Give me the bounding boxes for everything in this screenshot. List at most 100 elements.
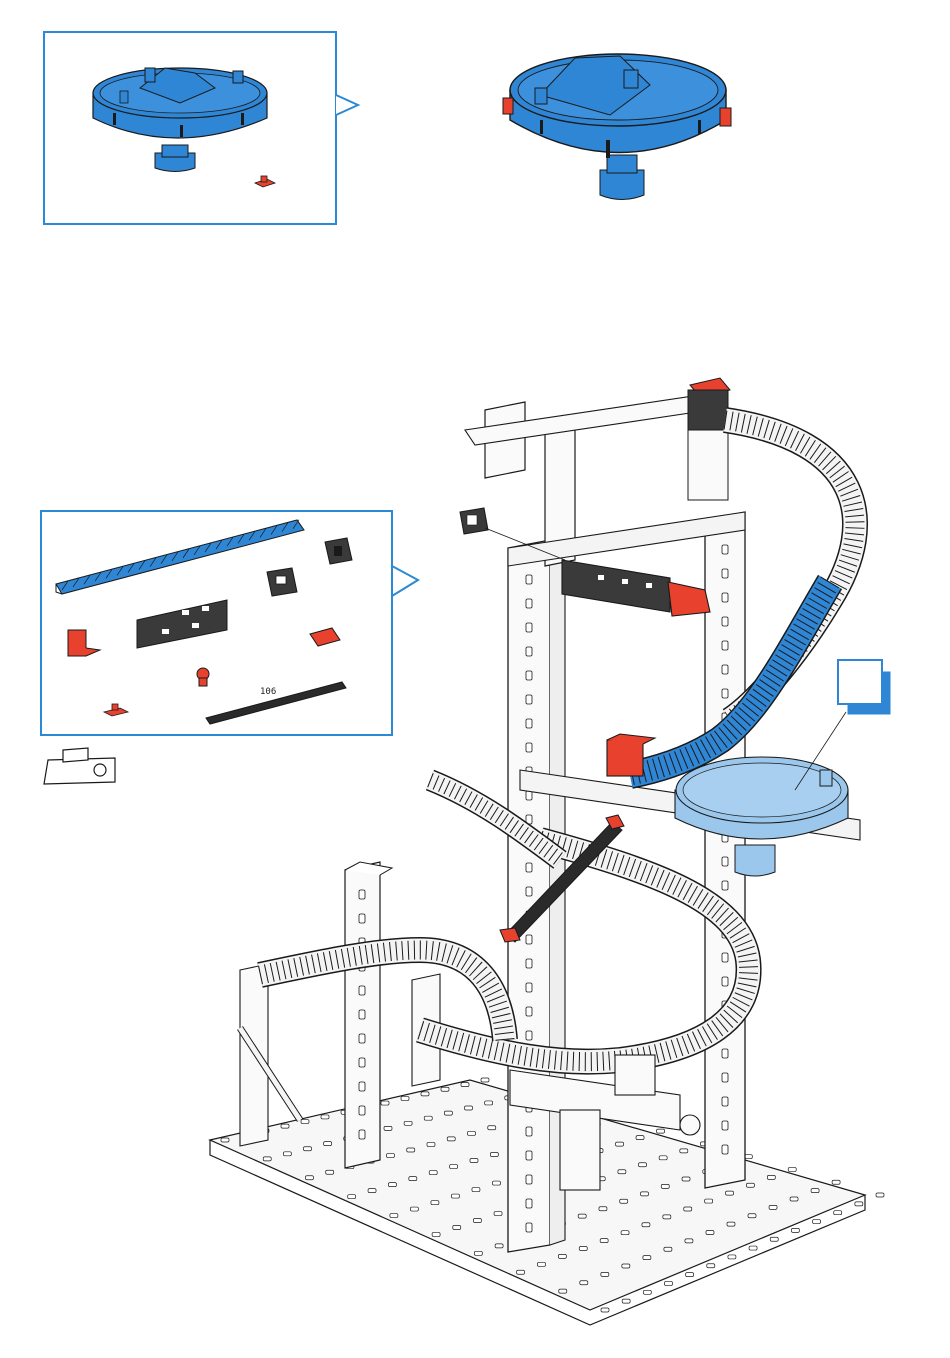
plate-hole [728, 1255, 736, 1259]
tower-hole [359, 1130, 365, 1139]
tower-hole [722, 881, 728, 890]
tower-hole [526, 935, 532, 944]
plate-hole [421, 1092, 429, 1096]
plate-hole [622, 1264, 630, 1268]
tower-hole [359, 914, 365, 923]
tower-hole [359, 986, 365, 995]
plate-hole [324, 1142, 332, 1146]
plate-hole [388, 1183, 396, 1187]
plate-hole [404, 1121, 412, 1125]
plate-hole [791, 1228, 799, 1232]
plate-hole [474, 1251, 482, 1255]
plate-hole [492, 1181, 500, 1185]
plate-hole [470, 1159, 478, 1163]
tower-hole [359, 1058, 365, 1067]
plate-hole [537, 1262, 545, 1266]
plate-hole [832, 1180, 840, 1184]
plate-hole [685, 1239, 693, 1243]
tower-hole [526, 575, 532, 584]
funnel-installed [675, 757, 848, 876]
tower-hole [526, 743, 532, 752]
plate-hole [749, 1246, 757, 1250]
plate-hole [580, 1281, 588, 1285]
plate-hole [221, 1138, 229, 1142]
tower-hole [722, 689, 728, 698]
plate-hole [301, 1120, 309, 1124]
tower-hole [526, 599, 532, 608]
plate-hole [601, 1308, 609, 1312]
tower-hole [722, 569, 728, 578]
plate-hole [490, 1152, 498, 1156]
plate-hole [432, 1232, 440, 1236]
plate-hole [401, 1096, 409, 1100]
plate-hole [283, 1152, 291, 1156]
plate-hole [465, 1106, 473, 1110]
lower-track-spiral [260, 780, 749, 1062]
top-red-block-column [688, 378, 730, 500]
plate-hole [467, 1131, 475, 1135]
tower-hole [722, 593, 728, 602]
tower-hole [359, 1082, 365, 1091]
plate-hole [663, 1215, 671, 1219]
dark-block-row [562, 560, 710, 616]
tower-hole [722, 665, 728, 674]
tower-hole [526, 1223, 532, 1232]
plate-hole [427, 1142, 435, 1146]
tower-hole [722, 1049, 728, 1058]
plate-hole [746, 1183, 754, 1187]
plate-hole [450, 1165, 458, 1169]
plate-hole [601, 1272, 609, 1276]
plate-hole [321, 1115, 329, 1119]
plate-hole [407, 1148, 415, 1152]
tower-hole [526, 695, 532, 704]
plate-hole [621, 1231, 629, 1235]
plate-hole [579, 1247, 587, 1251]
tower-hole [722, 1097, 728, 1106]
plate-hole [410, 1207, 418, 1211]
plate-hole [386, 1154, 394, 1158]
plate-hole [707, 1264, 715, 1268]
tower-hole [526, 863, 532, 872]
plate-hole [616, 1142, 624, 1146]
tower-hole [722, 1121, 728, 1130]
plate-hole [643, 1256, 651, 1260]
plate-hole [770, 1237, 778, 1241]
tower-hole [526, 959, 532, 968]
plate-hole [303, 1147, 311, 1151]
plate-hole [657, 1129, 665, 1133]
plate-hole [664, 1281, 672, 1285]
tower-hole [526, 1199, 532, 1208]
plate-hole [495, 1244, 503, 1248]
plate-hole [620, 1199, 628, 1203]
plate-hole [384, 1126, 392, 1130]
plate-hole [680, 1149, 688, 1153]
plate-hole [481, 1078, 489, 1082]
plate-hole [578, 1214, 586, 1218]
tower-hole [722, 1145, 728, 1154]
plate-hole [811, 1189, 819, 1193]
plate-hole [431, 1201, 439, 1205]
plate-hole [769, 1205, 777, 1209]
tower-hole [526, 1175, 532, 1184]
plate-hole [639, 1163, 647, 1167]
plate-hole [485, 1101, 493, 1105]
tower-hole [526, 1031, 532, 1040]
plate-hole [473, 1219, 481, 1223]
plate-hole [444, 1111, 452, 1115]
plate-hole [726, 1191, 734, 1195]
tower-hole [359, 1106, 365, 1115]
plate-hole [643, 1290, 651, 1294]
plate-hole [517, 1270, 525, 1274]
tower-hole [359, 1010, 365, 1019]
tower-hole [526, 719, 532, 728]
tower-hole [722, 545, 728, 554]
tower-hole [526, 623, 532, 632]
plate-hole [409, 1177, 417, 1181]
plate-hole [788, 1167, 796, 1171]
tower-hole [722, 857, 728, 866]
plate-hole [748, 1214, 756, 1218]
tower-hole [526, 647, 532, 656]
plate-hole [451, 1194, 459, 1198]
plate-hole [686, 1273, 694, 1277]
